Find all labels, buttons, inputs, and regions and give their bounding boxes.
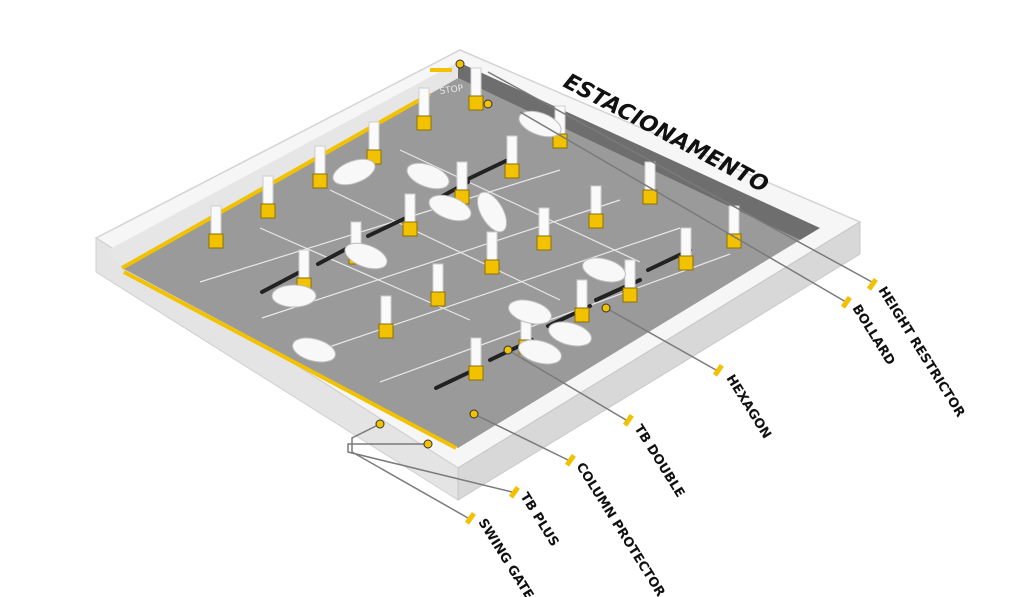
column-protector [430, 291, 446, 307]
label-tick [866, 277, 878, 291]
right-wall-side [457, 221, 861, 501]
car [271, 284, 317, 308]
column-protector [504, 163, 520, 179]
label-tick [508, 485, 520, 499]
column [484, 231, 500, 275]
leader-lines [347, 71, 873, 519]
column-protector [378, 323, 394, 339]
column [468, 337, 484, 381]
column-protector [402, 221, 418, 237]
label-text: TB DOUBLE [631, 422, 688, 500]
column-protector [312, 173, 328, 189]
car [518, 339, 562, 365]
column [726, 205, 742, 249]
column [416, 87, 432, 131]
building-walls [94, 49, 862, 501]
column-protector [588, 213, 604, 229]
column-protector [574, 307, 590, 323]
column [366, 121, 382, 165]
column-protector [536, 235, 552, 251]
column-protector [484, 259, 500, 275]
inner-right-wall [458, 62, 820, 240]
column [430, 263, 446, 307]
car [476, 191, 508, 233]
car [332, 158, 376, 186]
anchor-dots [375, 59, 611, 449]
label-swing-gate: SWING GATE [464, 511, 537, 597]
column [312, 145, 328, 189]
label-tick [840, 295, 852, 309]
column [208, 205, 224, 249]
label-tick [564, 453, 576, 467]
label-text: SWING GATE [475, 516, 537, 597]
inner-back-wall [108, 62, 458, 268]
column-protector [468, 95, 484, 111]
label-tick [622, 413, 634, 427]
column-protector [678, 255, 694, 271]
column [574, 279, 590, 323]
column [536, 207, 552, 251]
car [582, 257, 626, 283]
column [588, 185, 604, 229]
label-tick [464, 511, 476, 525]
car [344, 242, 388, 270]
column [504, 135, 520, 179]
column-protector [416, 115, 432, 131]
column [402, 193, 418, 237]
car [406, 162, 450, 190]
column [468, 67, 484, 111]
stop-marking: STOP [439, 84, 464, 97]
parking-floor [122, 78, 800, 448]
car [428, 194, 472, 222]
column [678, 227, 694, 271]
label-text: HEXAGON [723, 372, 774, 441]
label-text: COLUMN PROTECTOR [573, 460, 668, 597]
label-tb-double: TB DOUBLE [622, 413, 688, 500]
label-text: TB PLUS [517, 490, 562, 549]
column-protector [642, 189, 658, 205]
column [622, 259, 638, 303]
car [508, 299, 552, 325]
column-protector [260, 203, 276, 219]
column-protector [468, 365, 484, 381]
column-protector [208, 233, 224, 249]
label-hexagon: HEXAGON [712, 363, 774, 442]
label-tb-plus: TB PLUS [508, 485, 562, 549]
label-tick [712, 363, 724, 377]
car [292, 337, 336, 363]
column [642, 161, 658, 205]
label-column-protector: COLUMN PROTECTOR [564, 453, 668, 597]
cars-group [271, 110, 626, 365]
column [260, 175, 276, 219]
column-protector [622, 287, 638, 303]
car [548, 321, 592, 347]
column [454, 161, 470, 205]
column [378, 295, 394, 339]
